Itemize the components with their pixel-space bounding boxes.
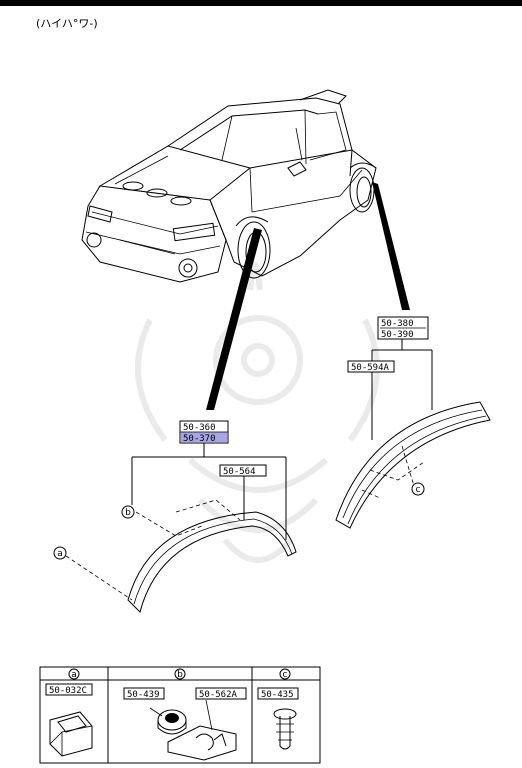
rear-sub-box	[347, 360, 395, 373]
legend-key-c	[279, 668, 291, 680]
svg-text:c: c	[416, 485, 421, 495]
legend-part-c1: 50-435	[261, 690, 294, 700]
top-bar	[0, 0, 522, 6]
page-title: (ハイハ°ワ-)	[36, 17, 98, 30]
front-sub-box	[219, 464, 267, 477]
svg-text:b: b	[177, 670, 183, 680]
rear-part-number-bottom: 50-390	[381, 330, 414, 340]
legend-part-b2: 50-562A	[199, 690, 238, 700]
legend-key-b	[174, 668, 186, 680]
rear-leader-wedge	[372, 182, 410, 310]
retainer-clip-icon	[167, 699, 237, 761]
marker-a-front: a	[53, 546, 67, 560]
rear-callout: 50-380 50-390 50-594A	[347, 316, 433, 440]
svg-text:a: a	[57, 549, 63, 559]
svg-text:c: c	[283, 670, 288, 680]
rear-part-number-top: 50-380	[381, 319, 414, 329]
front-part-number-top: 50-360	[183, 423, 216, 433]
front-callout: 50-360 50-370 50-564	[131, 420, 287, 540]
front-leader-wedge	[206, 228, 262, 410]
watermark-emblem	[135, 262, 380, 563]
clip-a-icon	[49, 711, 93, 757]
legend-part-a1: 50-032C	[49, 686, 87, 696]
legend-part-b1: 50-439	[127, 690, 160, 700]
svg-text:a: a	[71, 670, 77, 680]
svg-text:b: b	[125, 508, 131, 518]
push-rivet-icon	[149, 707, 187, 735]
front-part-number-bottom: 50-370	[183, 434, 216, 444]
legend-key-a	[68, 668, 80, 680]
fastener-clip-icon	[273, 708, 297, 750]
front-wheel-arch-trim	[65, 499, 297, 613]
marker-c-rear: c	[411, 482, 425, 496]
marker-b-front: b	[121, 505, 135, 519]
front-highlight	[181, 432, 227, 442]
car-illustration	[81, 89, 377, 283]
rear-wheel-arch-trim	[335, 401, 491, 529]
fastener-legend-table: a 50-032C b 50-439 50-562A c	[39, 666, 321, 764]
front-sub-part-number: 50-564	[223, 467, 256, 477]
rear-sub-part-number: 50-594A	[351, 363, 390, 373]
